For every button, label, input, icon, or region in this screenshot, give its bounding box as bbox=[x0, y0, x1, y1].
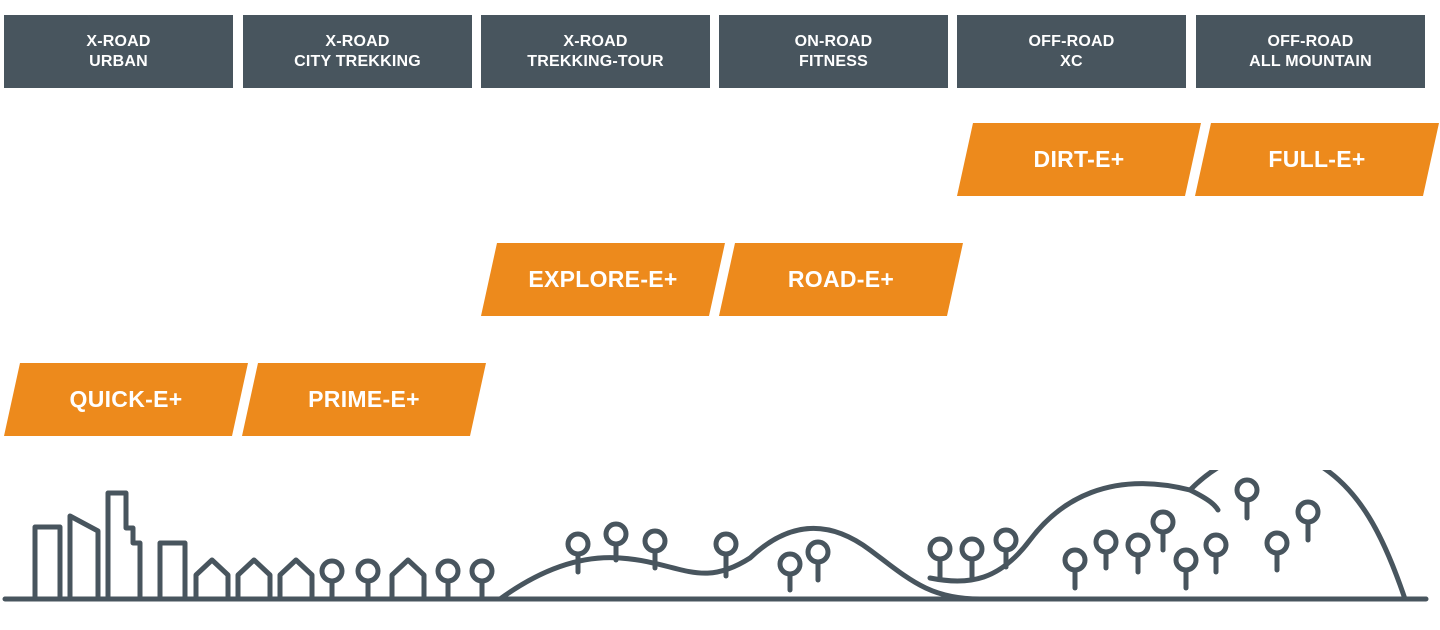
model-tag-prime-e[interactable]: PRIME-E+ bbox=[242, 363, 486, 436]
tree-icon bbox=[603, 521, 629, 563]
category-line2: XC bbox=[1060, 52, 1083, 70]
house-icon bbox=[277, 557, 315, 602]
tree-icon bbox=[1150, 509, 1176, 553]
tree-icon bbox=[713, 531, 739, 579]
model-tag-road-e[interactable]: ROAD-E+ bbox=[719, 243, 963, 316]
tree-icon bbox=[1234, 477, 1260, 521]
category-line2: TREKKING-TOUR bbox=[527, 52, 664, 70]
category-line2: URBAN bbox=[89, 52, 148, 70]
tree-icon bbox=[927, 536, 953, 581]
rolling-hills-line bbox=[497, 525, 983, 602]
model-label: QUICK-E+ bbox=[69, 386, 183, 412]
tree-icon bbox=[959, 536, 985, 581]
model-tag-full-e[interactable]: FULL-E+ bbox=[1195, 123, 1439, 196]
tree-icon bbox=[1203, 532, 1229, 575]
model-tag-quick-e[interactable]: QUICK-E+ bbox=[4, 363, 248, 436]
model-tag-dirt-e[interactable]: DIRT-E+ bbox=[957, 123, 1201, 196]
model-label: ROAD-E+ bbox=[787, 266, 895, 292]
building-icon bbox=[32, 524, 63, 602]
model-label: PRIME-E+ bbox=[308, 386, 420, 412]
tag-background-shape bbox=[719, 243, 963, 316]
mountain-ridge-line bbox=[1187, 487, 1221, 513]
building-icon bbox=[157, 540, 188, 602]
tag-background-shape bbox=[1195, 123, 1439, 196]
building-icon bbox=[105, 490, 143, 602]
tree-icon bbox=[469, 558, 495, 602]
tree-icon bbox=[1093, 529, 1119, 571]
tree-icon bbox=[993, 527, 1019, 570]
tree-icon bbox=[1264, 530, 1290, 573]
category-on-road-fitness: ON-ROAD FITNESS bbox=[719, 15, 948, 88]
category-off-road-xc: OFF-ROAD XC bbox=[957, 15, 1186, 88]
category-x-road-urban: X-ROAD URBAN bbox=[4, 15, 233, 88]
model-label: EXPLORE-E+ bbox=[528, 266, 678, 292]
tree-icon bbox=[1125, 532, 1151, 575]
tree-icon bbox=[1062, 547, 1088, 591]
tree-icon bbox=[805, 539, 831, 583]
tree-icon bbox=[1173, 547, 1199, 591]
house-icon bbox=[235, 557, 273, 602]
tree-icon bbox=[565, 531, 591, 575]
city-to-mountain-landscape-icon bbox=[2, 470, 1429, 602]
tag-background-shape bbox=[242, 363, 486, 436]
category-line2: FITNESS bbox=[799, 52, 868, 70]
category-line1: X-ROAD bbox=[563, 32, 628, 50]
house-icon bbox=[389, 557, 427, 602]
house-icon bbox=[193, 557, 231, 602]
tag-background-shape bbox=[481, 243, 725, 316]
tree-icon bbox=[355, 558, 381, 602]
model-tag-explore-e[interactable]: EXPLORE-E+ bbox=[481, 243, 725, 316]
category-x-road-city-trekking: X-ROAD CITY TREKKING bbox=[243, 15, 472, 88]
category-line1: ON-ROAD bbox=[794, 32, 873, 50]
tag-background-shape bbox=[957, 123, 1201, 196]
model-label: DIRT-E+ bbox=[1033, 146, 1125, 172]
tree-icon bbox=[319, 558, 345, 602]
category-line1: X-ROAD bbox=[86, 32, 151, 50]
model-label: FULL-E+ bbox=[1268, 146, 1366, 172]
category-line2: CITY TREKKING bbox=[294, 52, 421, 70]
category-line1: OFF-ROAD bbox=[1028, 32, 1115, 50]
category-line1: OFF-ROAD bbox=[1267, 32, 1354, 50]
category-line1: X-ROAD bbox=[325, 32, 390, 50]
category-line2: ALL MOUNTAIN bbox=[1249, 52, 1372, 70]
tree-icon bbox=[1295, 499, 1321, 543]
mountains-line bbox=[927, 470, 1408, 602]
category-off-road-all-mountain: OFF-ROAD ALL MOUNTAIN bbox=[1196, 15, 1425, 88]
category-x-road-trekking-tour: X-ROAD TREKKING-TOUR bbox=[481, 15, 710, 88]
tree-icon bbox=[642, 528, 668, 571]
tag-background-shape bbox=[4, 363, 248, 436]
building-icon bbox=[67, 513, 101, 602]
tree-icon bbox=[435, 558, 461, 602]
tree-icon bbox=[777, 551, 803, 593]
